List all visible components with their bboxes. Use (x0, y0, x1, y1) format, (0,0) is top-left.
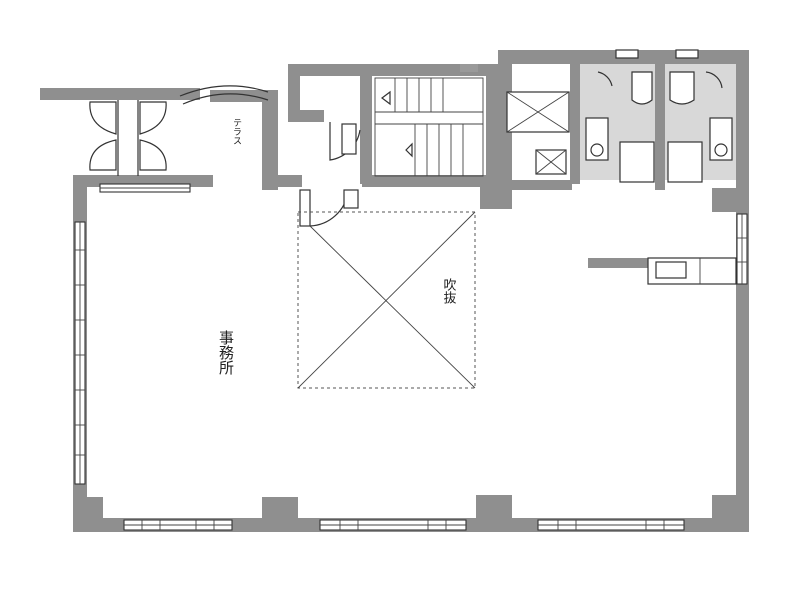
balcony: テラス (40, 85, 278, 193)
office-label: 事務所 (217, 330, 235, 375)
window-bottom-2 (319, 519, 467, 531)
windows (74, 213, 748, 531)
terrace-label: テラス (231, 118, 241, 145)
toilet-right (665, 49, 736, 183)
window-left (74, 221, 86, 485)
kitchen-counter (588, 257, 737, 285)
outer-walls (73, 175, 749, 532)
toilet-left (580, 49, 655, 183)
void-area: 吹抜 (297, 211, 476, 389)
elevator (506, 91, 570, 175)
window-right (736, 213, 748, 285)
hall-door (299, 189, 359, 227)
table-set-lower (89, 136, 167, 176)
stair-core (288, 64, 500, 204)
window-bottom-3 (537, 519, 685, 531)
table-set-upper (89, 100, 167, 136)
window-bottom-1 (123, 519, 233, 531)
stair-steps (374, 77, 484, 177)
service-block (498, 49, 749, 200)
void-label: 吹抜 (441, 278, 457, 304)
